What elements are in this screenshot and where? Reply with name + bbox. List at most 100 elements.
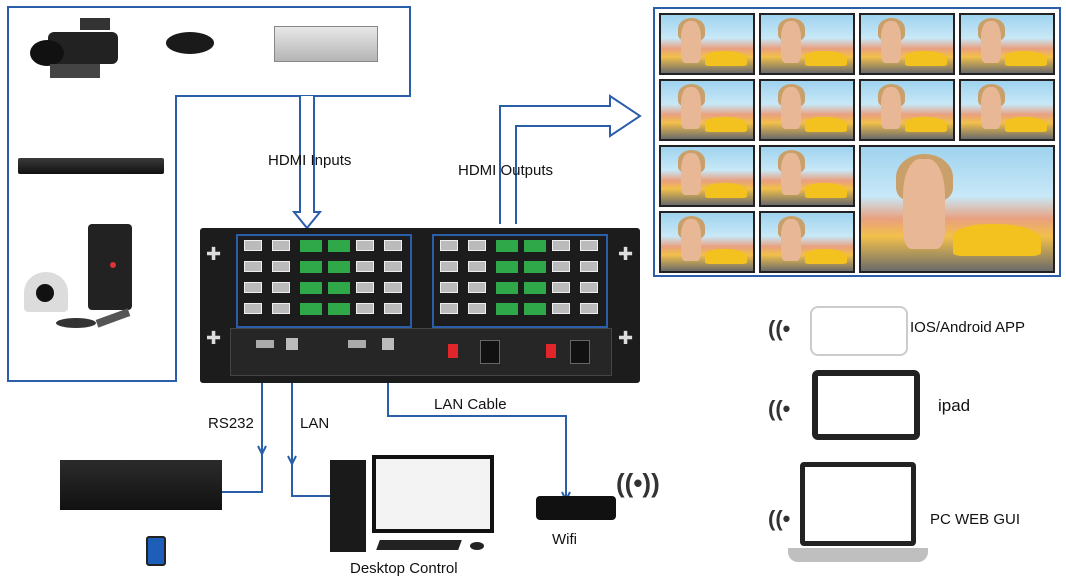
terminal-block: [300, 303, 322, 315]
rs232-cable: [222, 352, 263, 493]
terminal-block: [496, 282, 518, 294]
output-card-group: [432, 234, 608, 328]
rack-recorder-icon: [60, 460, 222, 510]
hdmi-port-out: [580, 240, 598, 251]
phone-app-icon: [810, 306, 908, 356]
terminal-block: [328, 303, 350, 315]
terminal-block: [496, 303, 518, 315]
ipad-icon: [812, 370, 920, 440]
hdmi-port-in: [272, 303, 290, 314]
video-wall: [653, 7, 1061, 277]
video-wall-screen: [759, 79, 855, 141]
hdmi-inputs-label: HDMI Inputs: [268, 152, 352, 169]
video-wall-screen: [759, 145, 855, 207]
ios-android-app-label: IOS/Android APP: [910, 319, 1026, 336]
hdmi-port-out: [552, 261, 570, 272]
terminal-block: [300, 282, 322, 294]
terminal-block: [328, 240, 350, 252]
hdmi-port-in: [384, 240, 402, 251]
fan-icon: ✚: [206, 328, 222, 348]
hdmi-port-out: [580, 282, 598, 293]
com1-port[interactable]: [256, 340, 274, 348]
lan-cable-wifi: [387, 350, 567, 500]
video-wall-screen: [659, 79, 755, 141]
hdmi-port-out: [468, 282, 486, 293]
input-card-group: [236, 234, 412, 328]
hdmi-port-in: [384, 261, 402, 272]
hdmi-port-out: [468, 261, 486, 272]
hdmi-port-in: [356, 240, 374, 251]
hdmi-outputs-arrow: [499, 94, 642, 224]
video-wall-screen: [659, 13, 755, 75]
hdmi-port-out: [552, 282, 570, 293]
hdmi-port-in: [272, 261, 290, 272]
hdmi-port-in: [244, 282, 262, 293]
hdmi-port-out: [580, 261, 598, 272]
video-wall-screen: [959, 79, 1055, 141]
hdmi-port-out: [440, 261, 458, 272]
terminal-block: [524, 261, 546, 273]
wifi-signal-icon: ((•: [768, 316, 791, 341]
desktop-tower-icon: [330, 460, 366, 552]
hdmi-port-out: [440, 240, 458, 251]
hdmi-port-in: [356, 303, 374, 314]
rs232-label: RS232: [208, 415, 254, 432]
terminal-block: [496, 240, 518, 252]
lan-label: LAN: [300, 415, 330, 432]
video-conference-system-icon: [18, 222, 138, 342]
wireless-antenna-icon: ((•)): [616, 468, 660, 498]
terminal-block: [300, 240, 322, 252]
media-player-icon: [166, 32, 214, 54]
hdmi-port-out: [580, 303, 598, 314]
wifi-label: Wifi: [552, 531, 577, 548]
video-wall-screen: [759, 211, 855, 273]
ipad-label: ipad: [938, 396, 971, 415]
hdmi-port-out: [468, 240, 486, 251]
hdmi-port-out: [440, 282, 458, 293]
laptop-icon: [800, 462, 916, 546]
video-wall-screen: [859, 13, 955, 75]
hdmi-port-in: [356, 282, 374, 293]
terminal-block: [328, 282, 350, 294]
fan-icon: ✚: [618, 244, 634, 264]
power-inlet-1: [480, 340, 500, 364]
hdmi-port-in: [244, 240, 262, 251]
lan-cable-label: LAN Cable: [434, 396, 507, 413]
com2-port[interactable]: [348, 340, 366, 348]
mouse-icon: [470, 542, 484, 550]
hdmi-port-in: [384, 303, 402, 314]
terminal-block: [328, 261, 350, 273]
fan-icon: ✚: [618, 328, 634, 348]
fan-icon: ✚: [206, 244, 222, 264]
hdmi-port-out: [468, 303, 486, 314]
terminal-block: [524, 282, 546, 294]
camcorder-icon: [20, 14, 135, 82]
laptop-base: [788, 548, 928, 562]
hdmi-port-in: [272, 282, 290, 293]
dvd-player-icon: [18, 158, 164, 174]
video-wall-screen: [759, 13, 855, 75]
wifi-router-icon: [536, 496, 616, 520]
pc-web-gui-label: PC WEB GUI: [930, 511, 1021, 528]
lan1-port[interactable]: [286, 338, 298, 350]
video-wall-screen: [659, 211, 755, 273]
terminal-block: [496, 261, 518, 273]
hdmi-port-in: [272, 240, 290, 251]
terminal-block: [300, 261, 322, 273]
video-wall-screen: [859, 79, 955, 141]
power-switch-2[interactable]: [546, 344, 556, 358]
hdmi-port-out: [552, 240, 570, 251]
hdmi-port-out: [440, 303, 458, 314]
lan2-port[interactable]: [382, 338, 394, 350]
hdmi-outputs-label: HDMI Outputs: [458, 162, 554, 179]
power-switch-1[interactable]: [448, 344, 458, 358]
keyboard-icon: [376, 540, 462, 550]
hdmi-port-out: [552, 303, 570, 314]
desktop-control-label: Desktop Control: [350, 560, 458, 577]
monitor-icon: [372, 455, 494, 533]
matrix-switcher-chassis: ✚ ✚ ✚ ✚: [200, 228, 640, 383]
video-wall-screen: [959, 13, 1055, 75]
hdmi-port-in: [244, 303, 262, 314]
hdmi-port-in: [244, 261, 262, 272]
